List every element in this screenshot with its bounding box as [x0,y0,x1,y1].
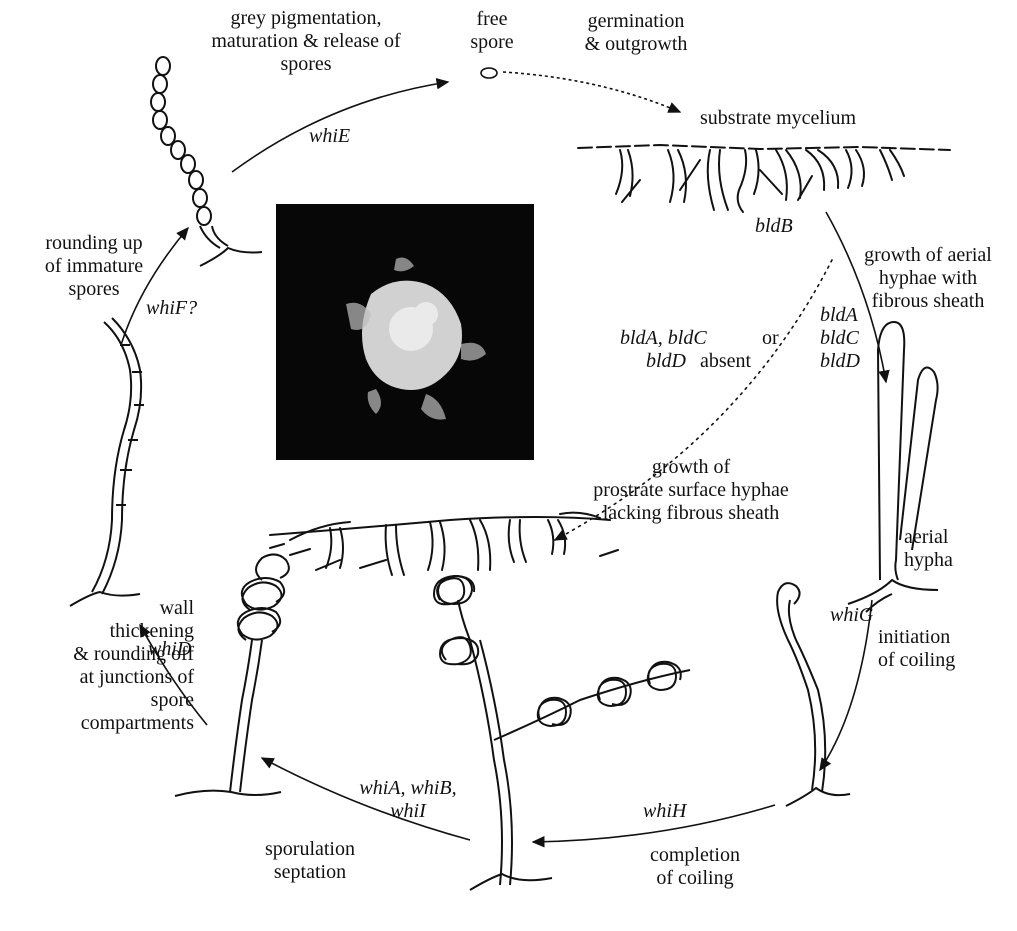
sporulation-label: sporulation septation [250,838,370,884]
coiling-complete-hypha [434,576,690,890]
grey-pigmentation-label: grey pigmentation, maturation & release … [186,7,426,76]
colony-image [276,204,534,460]
aerial-hypha-label: aerial hypha [904,526,953,572]
colony-photo [276,204,534,460]
mature-spore-chain [151,57,262,266]
aerial-growth-label: growth of aerial hyphae with fibrous she… [838,244,1017,313]
gene-bldA-bldC: bldA, bldC [620,327,707,350]
gene-whiD: whiD [148,638,191,661]
substrate-mycelium-label: substrate mycelium [700,107,856,130]
label-or: or [762,327,779,350]
free-spore-label: free spore [452,8,532,54]
free-spore [481,68,497,78]
gene-whiG: whiG [830,604,873,627]
completion-coiling-label: completion of coiling [630,844,760,890]
label-absent: absent [700,350,751,373]
wall-thickening-label: wall thickening & rounding off at juncti… [12,597,194,735]
germination-label: germination & outgrowth [556,10,716,56]
rounding-up-label: rounding up of immature spores [24,232,164,301]
gene-whiH: whiH [643,800,686,823]
spore-chain-drawing [70,318,144,606]
gene-bldB: bldB [755,215,793,238]
prostrate-growth-label: growth of prostrate surface hyphae lacki… [546,456,836,525]
substrate-mycelium-drawing [578,145,950,212]
initiation-coiling-label: initiation of coiling [878,626,955,672]
gene-bldD: bldD [646,350,686,373]
gene-bld-stack: bldA bldC bldD [820,304,860,373]
gene-whiA-whiB-whiI: whiA, whiB, whiI [348,777,468,823]
arrow-germination [503,72,680,112]
gene-whiE: whiE [309,125,350,148]
gene-whiF: whiF? [146,297,197,320]
